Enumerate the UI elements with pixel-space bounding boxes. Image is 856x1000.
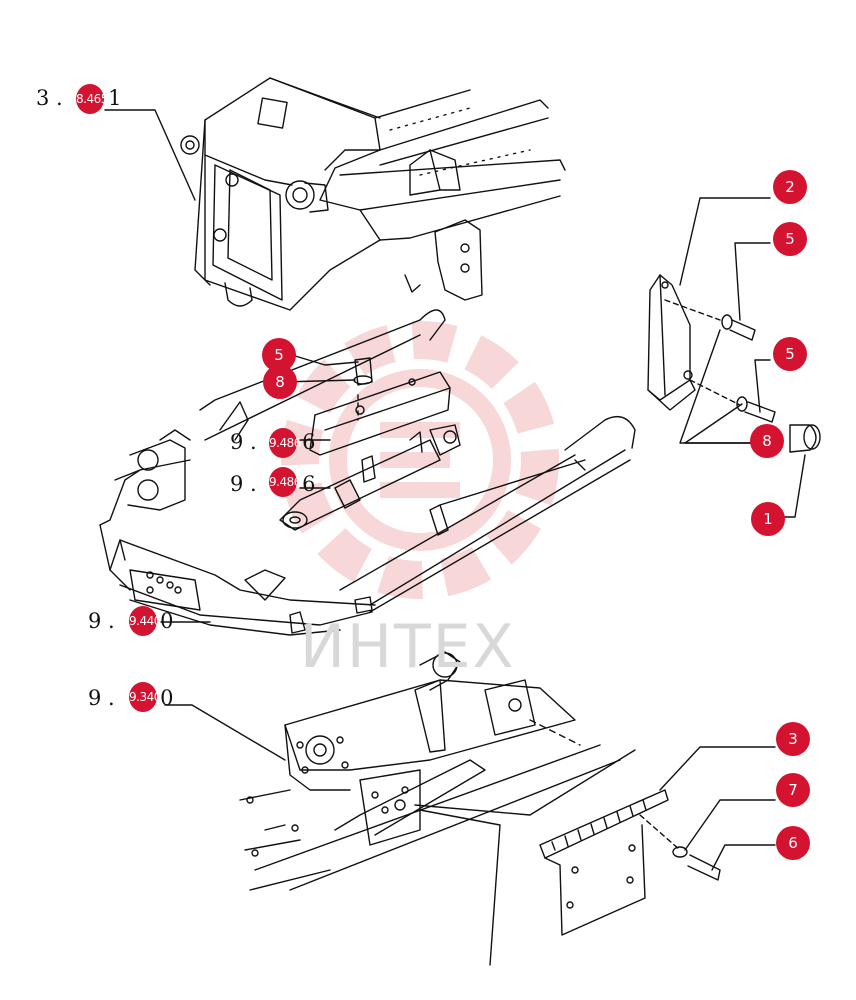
- ref-prefix: 9 .: [230, 430, 264, 454]
- callout-5-bolt-center[interactable]: 5: [262, 338, 296, 372]
- ref-prefix: 9 .: [88, 609, 122, 633]
- bracket-assembly-drawing: [647, 274, 821, 453]
- ref-badge-cylinder-2[interactable]: 9.486: [269, 467, 301, 497]
- watermark-gear-icon: [281, 321, 559, 599]
- ref-suffix: 1: [101, 86, 122, 110]
- rear-housing-drawing: [180, 77, 566, 311]
- ref-label-cylinder-2: 9 . 6: [230, 472, 315, 496]
- ref-suffix: 6: [295, 472, 316, 496]
- callout-6[interactable]: 6: [776, 826, 810, 860]
- ref-label-cylinder-1: 9 . 6: [230, 430, 315, 454]
- ref-badge-cylinder-1[interactable]: 9.486: [269, 428, 301, 458]
- callout-1[interactable]: 1: [751, 502, 785, 536]
- ref-suffix: 0: [153, 609, 174, 633]
- callout-2[interactable]: 2: [773, 170, 807, 204]
- ref-prefix: 3 .: [36, 86, 70, 110]
- callout-7[interactable]: 7: [776, 773, 810, 807]
- ref-label-housing: 3 . 1: [36, 86, 121, 110]
- hydraulic-cylinder-drawing: [279, 357, 461, 536]
- swinging-drawbar-frame-drawing: [99, 309, 636, 636]
- lower-housing-drawing: [239, 651, 621, 891]
- ref-suffix: 0: [153, 686, 174, 710]
- callout-8-washer-right[interactable]: 8: [750, 424, 784, 458]
- callout-5-bolt-upper[interactable]: 5: [773, 222, 807, 256]
- ref-badge-housing[interactable]: 8.465: [76, 84, 108, 114]
- ref-prefix: 9 .: [88, 686, 122, 710]
- ref-suffix: 6: [295, 430, 316, 454]
- ref-prefix: 9 .: [230, 472, 264, 496]
- ref-label-lower-housing: 9 . 0: [88, 686, 173, 710]
- callout-8-washer-center[interactable]: 8: [263, 365, 297, 399]
- ref-badge-lower-housing[interactable]: 9.340: [129, 682, 161, 712]
- ref-label-drawbar: 9 . 0: [88, 609, 173, 633]
- callout-5-bolt-lower[interactable]: 5: [773, 337, 807, 371]
- ref-badge-drawbar[interactable]: 9.440: [129, 606, 161, 636]
- callout-3[interactable]: 3: [776, 722, 810, 756]
- notched-plate-drawing: [539, 789, 721, 936]
